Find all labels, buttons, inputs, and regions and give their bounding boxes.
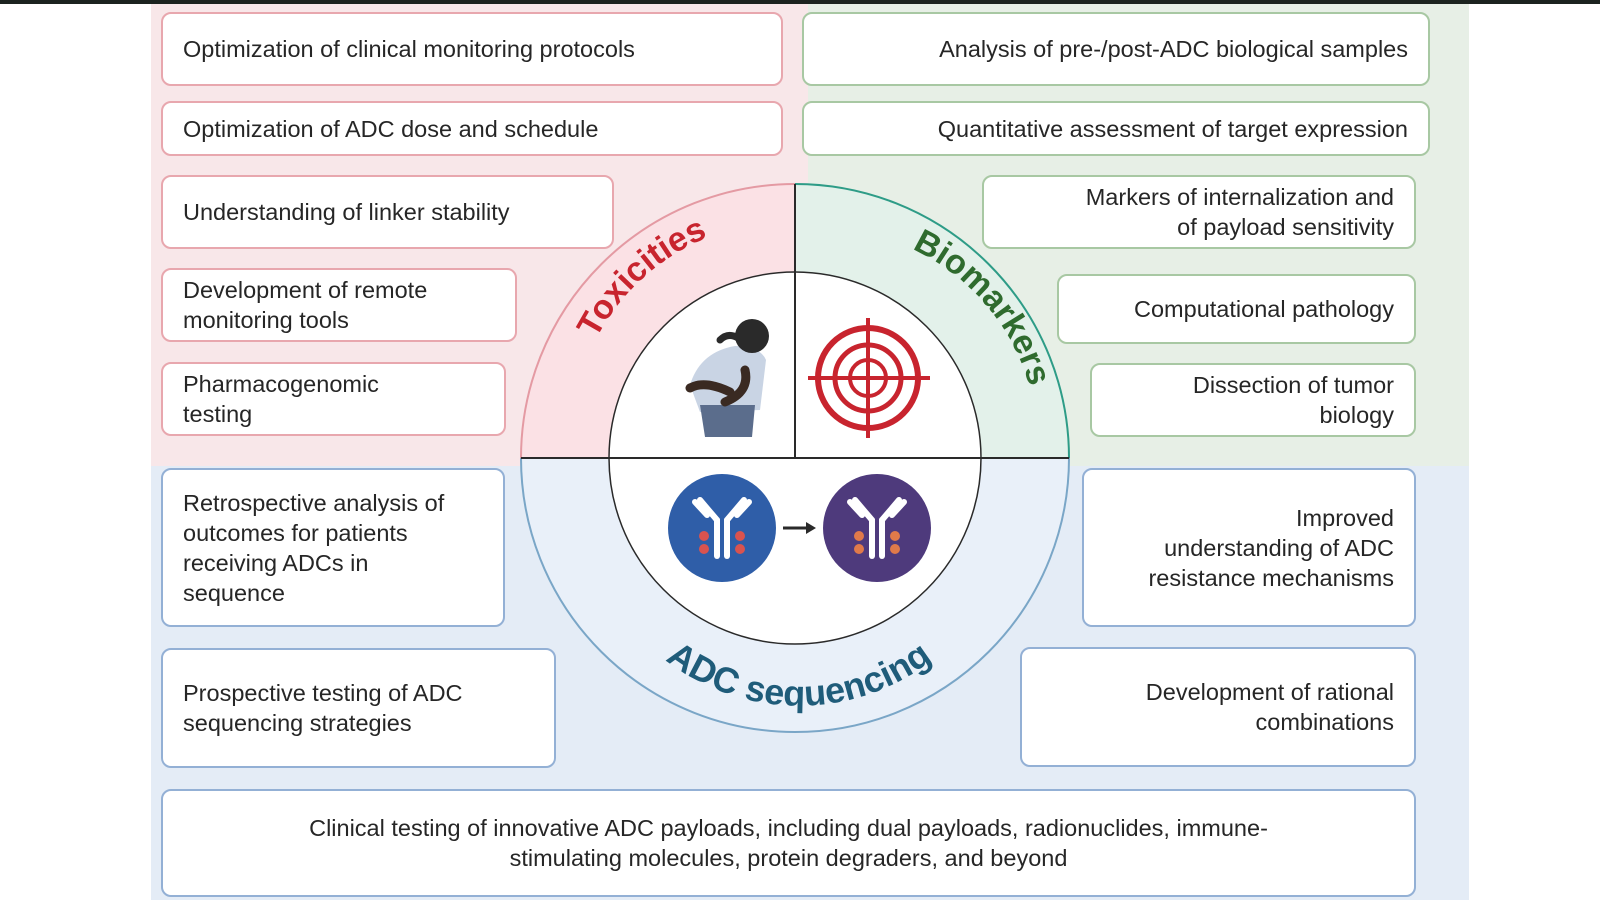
biomarker-item: Quantitative assessment of target expres… <box>802 101 1430 156</box>
toxicity-item: Optimization of ADC dose and schedule <box>161 101 783 156</box>
toxicity-item: Understanding of linker stability <box>161 175 614 249</box>
sequencing-item: Improved understanding of ADC resistance… <box>1082 468 1416 627</box>
payload-testing-item: Clinical testing of innovative ADC paylo… <box>161 789 1416 897</box>
sequencing-item: Prospective testing of ADC sequencing st… <box>161 648 556 768</box>
target-crosshair-icon <box>808 318 930 438</box>
biomarker-item: Dissection of tumor biology <box>1090 363 1416 437</box>
antibody-resistant-icon <box>823 474 931 582</box>
toxicity-item: Optimization of clinical monitoring prot… <box>161 12 783 86</box>
arrow-right-icon <box>783 522 816 534</box>
biomarker-item: Analysis of pre-/post-ADC biological sam… <box>802 12 1430 86</box>
biomarker-item: Markers of internalization and of payloa… <box>982 175 1416 249</box>
toxicity-item: Development of remote monitoring tools <box>161 268 517 342</box>
toxicity-item: Pharmacogenomic testing <box>161 362 506 436</box>
sequencing-item: Development of rational combinations <box>1020 647 1416 767</box>
top-bar <box>0 0 1600 4</box>
patient-with-abdominal-pain-icon <box>685 319 769 437</box>
biomarker-item: Computational pathology <box>1057 274 1416 344</box>
sequencing-item: Retrospective analysis of outcomes for p… <box>161 468 505 627</box>
antibody-icon <box>668 474 776 582</box>
